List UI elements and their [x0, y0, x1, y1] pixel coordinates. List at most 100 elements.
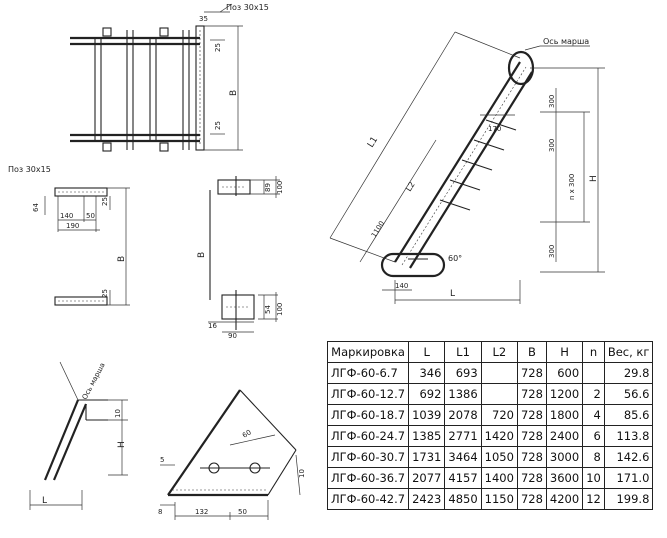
dim-140: 140	[60, 212, 73, 220]
table-cell: 4200	[545, 488, 584, 510]
table-cell: 3464	[444, 446, 482, 468]
table-cell	[582, 362, 605, 384]
table-cell: 728	[516, 383, 547, 405]
table-cell: 1385	[408, 425, 446, 447]
col-weight: Вес, кг	[603, 341, 654, 363]
side-elevation-view	[44, 187, 130, 306]
table-cell: 85.6	[603, 404, 654, 426]
dim-B-section: В	[197, 252, 207, 258]
col-L: L	[408, 341, 446, 363]
table-cell: ЛГФ-60-36.7	[326, 467, 410, 489]
table-cell: 113.8	[603, 425, 654, 447]
end-section-view	[208, 176, 280, 333]
table-cell: 3600	[545, 467, 584, 489]
table-cell: 171.0	[603, 467, 654, 489]
dim-35: 35	[199, 15, 208, 23]
table-cell: 1150	[480, 488, 518, 510]
col-marking: Маркировка	[326, 341, 410, 363]
table-cell: 199.8	[603, 488, 654, 510]
dim-60: 60	[241, 428, 253, 439]
bottom-bracket-detail	[160, 389, 301, 520]
col-H: H	[545, 341, 584, 363]
table-cell: 728	[516, 362, 547, 384]
table-cell: 728	[516, 467, 547, 489]
table-cell: 346	[408, 362, 446, 384]
ladder-plan-view	[70, 3, 243, 152]
table-cell: ЛГФ-60-12.7	[326, 383, 410, 405]
dim-25-side-top: 25	[101, 197, 109, 206]
dim-B-plan: В	[229, 90, 239, 96]
dim-100-top: 100	[276, 181, 284, 194]
table-cell: 6	[582, 425, 605, 447]
table-cell: 12	[582, 488, 605, 510]
dim-B-side: В	[117, 256, 127, 262]
dim-100-bottom: 100	[276, 303, 284, 316]
dim-8: 8	[158, 508, 162, 516]
table-cell: 8	[582, 446, 605, 468]
dim-10-bottom: 10	[298, 469, 306, 478]
top-bracket-detail	[29, 361, 128, 510]
table-cell: 2400	[545, 425, 584, 447]
table-cell: 4157	[444, 467, 482, 489]
table-cell: 2771	[444, 425, 482, 447]
label-poz-top: Поз 30х15	[226, 3, 269, 12]
table-cell: 4850	[444, 488, 482, 510]
dim-54: 54	[264, 305, 272, 314]
table-cell: ЛГФ-60-42.7	[326, 488, 410, 510]
table-cell: 29.8	[603, 362, 654, 384]
col-n: n	[582, 341, 605, 363]
table-cell: 1800	[545, 404, 584, 426]
table-cell: 2423	[408, 488, 446, 510]
dim-50: 50	[86, 212, 95, 220]
table-cell: 1200	[545, 383, 584, 405]
dim-300-bottom: 300	[548, 245, 556, 258]
dim-50-bottom: 50	[238, 508, 247, 516]
dim-L-left: L	[42, 496, 47, 506]
table-cell: 728	[516, 488, 547, 510]
dim-L2: L2	[404, 180, 417, 193]
dim-60-deg: 60°	[448, 254, 462, 263]
table-cell: 1386	[444, 383, 482, 405]
specification-table: Маркировка L L1 L2 B H n Вес, кг ЛГФ-60-…	[326, 341, 654, 510]
table-cell: 720	[480, 404, 518, 426]
table-cell: ЛГФ-60-24.7	[326, 425, 410, 447]
table-cell: ЛГФ-60-18.7	[326, 404, 410, 426]
dim-5: 5	[160, 456, 164, 464]
dim-H-left: H	[117, 441, 127, 448]
dim-170: 170	[488, 125, 501, 133]
col-L2: L2	[480, 341, 518, 363]
dim-25-bottom: 25	[214, 121, 222, 130]
dim-1100: 1100	[370, 220, 386, 239]
table-cell: 1039	[408, 404, 446, 426]
table-cell: 3000	[545, 446, 584, 468]
dim-90: 90	[228, 332, 237, 340]
col-L1: L1	[444, 341, 482, 363]
table-cell: 142.6	[603, 446, 654, 468]
dim-L1: L1	[366, 135, 380, 149]
dim-25-side-bottom: 25	[101, 289, 109, 298]
table-cell: 728	[516, 425, 547, 447]
table-cell: 600	[545, 362, 584, 384]
dim-190: 190	[66, 222, 79, 230]
dim-89: 89	[264, 183, 272, 192]
label-axis-top: Ось марша	[543, 37, 589, 46]
dim-140-right: 140	[395, 282, 408, 290]
table-header-row: Маркировка L L1 L2 B H n Вес, кг	[326, 341, 654, 363]
table-cell: 728	[516, 404, 547, 426]
table-cell: 4	[582, 404, 605, 426]
dim-16: 16	[208, 322, 217, 330]
table-cell: 693	[444, 362, 482, 384]
table-cell: 10	[582, 467, 605, 489]
table-cell: 2077	[408, 467, 446, 489]
col-B: B	[516, 341, 547, 363]
label-axis-bottom: Ось марша	[81, 361, 107, 400]
table-cell: 1420	[480, 425, 518, 447]
